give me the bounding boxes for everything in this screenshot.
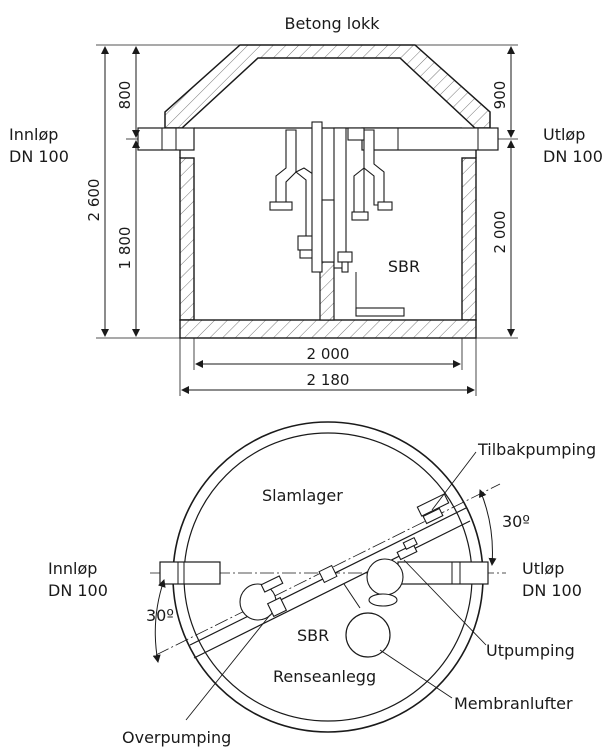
section-outlet-label: Utløp bbox=[543, 125, 585, 144]
label-return-pump: Tilbakpumping bbox=[477, 440, 596, 459]
label-treatment-plant: Renseanlegg bbox=[273, 667, 376, 686]
lid-label: Betong lokk bbox=[284, 14, 380, 33]
label-overpump: Overpumping bbox=[122, 728, 231, 747]
pump-overflow bbox=[239, 575, 288, 621]
plan-inlet-label: Innløp bbox=[48, 559, 97, 578]
angle-right-label: 30º bbox=[502, 512, 530, 531]
label-sludge-storage: Slamlager bbox=[262, 486, 343, 505]
dim-lower-right: 2 000 bbox=[491, 211, 509, 254]
dim-inner-width: 2 000 bbox=[307, 345, 350, 363]
membrane-aerator bbox=[343, 583, 391, 658]
central-riser bbox=[311, 121, 353, 273]
diagonal-partition bbox=[155, 483, 501, 659]
plan-inlet-size: DN 100 bbox=[48, 581, 108, 600]
left-dimensions: 2 600 800 1 800 bbox=[85, 44, 240, 339]
inlet-pipe bbox=[137, 127, 195, 151]
sbr-chamber-label: SBR bbox=[388, 257, 420, 276]
dim-lid-left: 800 bbox=[116, 81, 134, 110]
plan-outlet-size: DN 100 bbox=[522, 581, 582, 600]
plan-outlet-pipe bbox=[397, 561, 489, 585]
section-outlet-size: DN 100 bbox=[543, 147, 603, 166]
section-view: Betong lokk bbox=[9, 14, 603, 396]
plan-outlet-label: Utløp bbox=[522, 559, 564, 578]
angle-left-label: 30º bbox=[146, 606, 174, 625]
right-dimensions: 900 2 000 bbox=[415, 44, 518, 339]
outlet-pipe bbox=[361, 127, 499, 151]
plan-inlet-pipe bbox=[159, 561, 221, 585]
pump-outlet bbox=[366, 536, 418, 607]
dim-total-height: 2 600 bbox=[85, 179, 103, 222]
angle-left: 30º bbox=[146, 579, 174, 663]
return-pump-fitting bbox=[416, 493, 450, 525]
dim-lid-right: 900 bbox=[491, 81, 509, 110]
section-inlet-size: DN 100 bbox=[9, 147, 69, 166]
plan-view: Innløp DN 100 Utløp DN 100 30º 30º Slaml… bbox=[48, 421, 596, 747]
angle-right: 30º bbox=[478, 489, 530, 566]
label-sbr: SBR bbox=[297, 626, 329, 645]
internal-piping-left bbox=[269, 129, 319, 259]
internal-piping-right bbox=[347, 127, 405, 317]
section-inlet-label: Innløp bbox=[9, 125, 58, 144]
label-pump-out: Utpumping bbox=[486, 641, 575, 660]
dim-lower-left: 1 800 bbox=[116, 227, 134, 270]
concrete-lid bbox=[164, 44, 491, 129]
bottom-dimensions: 2 000 2 180 bbox=[179, 338, 477, 396]
label-membrane-aerator: Membranlufter bbox=[454, 694, 573, 713]
dim-outer-width: 2 180 bbox=[307, 371, 350, 389]
